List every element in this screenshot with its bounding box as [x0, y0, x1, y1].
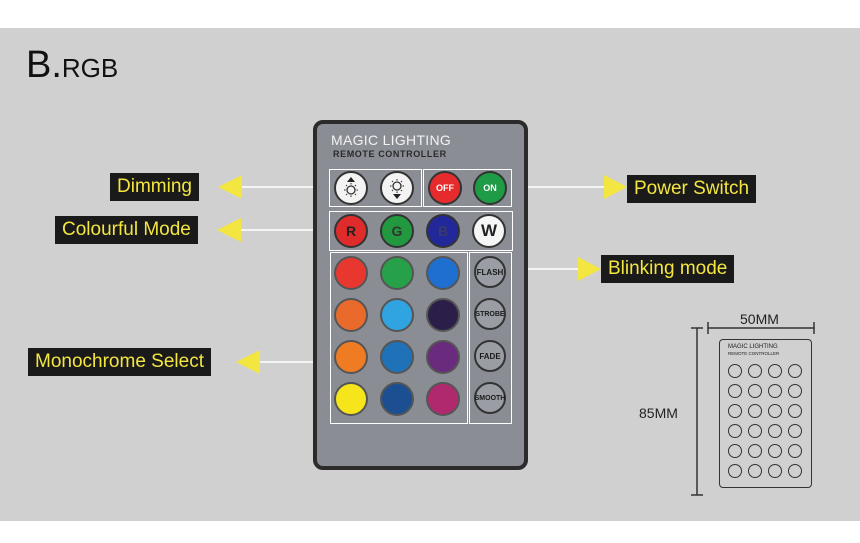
off-label: OFF [436, 183, 454, 193]
mini-remote-outline: MAGIC LIGHTING REMOTE CONTROLLER [719, 339, 812, 488]
mini-remote-button [768, 384, 782, 398]
strobe-label: STROBE [475, 310, 505, 318]
mini-remote-button [788, 384, 802, 398]
mini-remote-subtitle: REMOTE CONTROLLER [728, 351, 780, 356]
color-button-4[interactable] [334, 298, 368, 332]
brightness-up-icon [344, 177, 358, 197]
mini-remote-button [728, 404, 742, 418]
color-button-10[interactable] [334, 382, 368, 416]
power-switch-label: Power Switch [627, 175, 757, 203]
mini-remote-button [748, 364, 762, 378]
remote-subtitle: REMOTE CONTROLLER [333, 149, 447, 159]
mini-remote-button [748, 424, 762, 438]
mini-remote-button [728, 424, 742, 438]
mini-remote-button [728, 444, 742, 458]
white-mode-button[interactable]: W [472, 214, 506, 248]
red-mode-button[interactable]: R [334, 214, 368, 248]
mini-remote-button [728, 464, 742, 478]
mini-remote-button [728, 384, 742, 398]
mini-remote-button [768, 424, 782, 438]
mini-remote-button [748, 384, 762, 398]
color-button-8[interactable] [380, 340, 414, 374]
power-arrow-icon [604, 175, 627, 199]
flash-button[interactable]: FLASH [474, 256, 506, 288]
mini-remote-button [788, 364, 802, 378]
mini-remote-button [748, 464, 762, 478]
mini-remote-button [748, 444, 762, 458]
top-margin [0, 0, 860, 28]
dim-up-button[interactable] [334, 171, 368, 205]
monochrome-frame [330, 252, 468, 424]
fade-button[interactable]: FADE [474, 340, 506, 372]
blinking-mode-label: Blinking mode [601, 255, 735, 283]
color-button-2[interactable] [380, 256, 414, 290]
dim-down-button[interactable] [380, 171, 414, 205]
mini-remote-button [748, 404, 762, 418]
mini-remote-button [768, 404, 782, 418]
smooth-label: SMOOTH [474, 394, 506, 402]
color-button-1[interactable] [334, 256, 368, 290]
colourful-frame [329, 211, 513, 251]
bottom-margin [0, 521, 860, 543]
color-button-5[interactable] [380, 298, 414, 332]
brightness-down-icon [390, 179, 404, 199]
mini-remote-button [788, 444, 802, 458]
width-dimension: 50MM [740, 311, 779, 327]
blue-mode-button[interactable]: B [426, 214, 460, 248]
mini-remote-button [768, 444, 782, 458]
off-button[interactable]: OFF [428, 171, 462, 205]
mini-remote-button [788, 464, 802, 478]
height-dimension: 85MM [639, 405, 678, 421]
on-button[interactable]: ON [473, 171, 507, 205]
w-label: W [480, 221, 498, 240]
smooth-button[interactable]: SMOOTH [474, 382, 506, 414]
g-label: G [391, 223, 403, 239]
blinking-frame [469, 252, 512, 424]
title-text: RGB [61, 53, 119, 83]
page-title: B.RGB [26, 44, 118, 87]
mini-remote-brand: MAGIC LIGHTING [728, 344, 778, 350]
remote-brand: MAGIC LIGHTING [331, 132, 452, 148]
colourful-arrow-icon [217, 218, 241, 242]
fade-label: FADE [479, 351, 501, 361]
strobe-button[interactable]: STROBE [474, 298, 506, 330]
green-mode-button[interactable]: G [380, 214, 414, 248]
dimming-frame [329, 169, 422, 207]
mini-remote-button [728, 364, 742, 378]
color-button-6[interactable] [426, 298, 460, 332]
b-label: B [437, 223, 449, 239]
monochrome-select-label: Monochrome Select [28, 348, 211, 376]
color-button-9[interactable] [426, 340, 460, 374]
colourful-mode-label: Colourful Mode [55, 216, 198, 244]
title-letter: B. [26, 44, 62, 86]
dimming-label: Dimming [110, 173, 199, 201]
color-button-3[interactable] [426, 256, 460, 290]
mini-remote-button [768, 364, 782, 378]
mini-remote-button [788, 424, 802, 438]
color-button-7[interactable] [334, 340, 368, 374]
color-button-11[interactable] [380, 382, 414, 416]
on-label: ON [483, 183, 497, 193]
r-label: R [345, 223, 357, 239]
blinking-arrow-icon [578, 257, 601, 281]
mini-remote-button [768, 464, 782, 478]
color-button-12[interactable] [426, 382, 460, 416]
monochrome-arrow-icon [236, 350, 260, 374]
mini-remote-button [788, 404, 802, 418]
flash-label: FLASH [476, 267, 504, 277]
dimming-arrow-icon [218, 175, 242, 199]
power-frame [423, 169, 512, 207]
